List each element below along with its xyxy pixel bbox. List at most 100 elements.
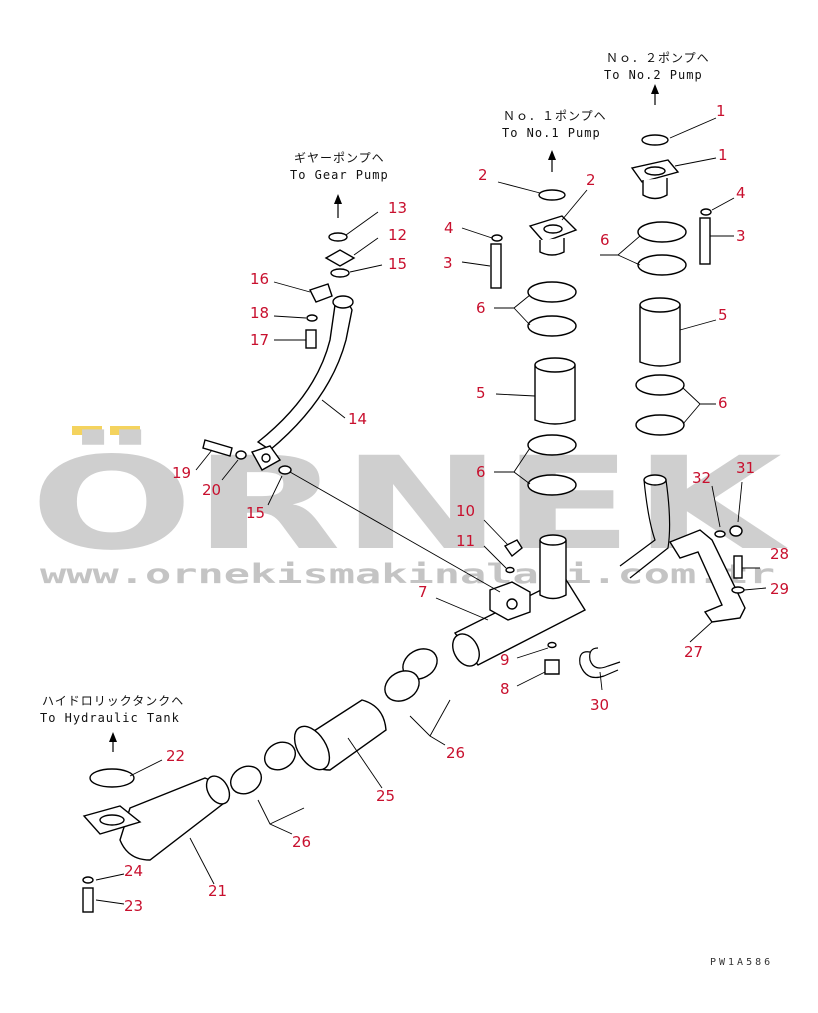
leader-11 [483, 545, 507, 569]
leader-31 [737, 481, 743, 523]
dest-no1-jp: Ｎｏ．１ポンプヘ [503, 109, 607, 123]
arrow-no1-head [548, 150, 556, 160]
o-ring-13 [328, 232, 348, 242]
leader-1-mid [561, 189, 588, 221]
leader-1-right [674, 157, 717, 167]
hose-5-mid-top [534, 357, 576, 373]
leader-23 [95, 899, 125, 905]
part-label: 23 [124, 897, 143, 915]
pipe-7-right-riser-2 [629, 479, 671, 579]
washer-4-mid [491, 234, 503, 242]
o-ring-2-right [641, 134, 669, 146]
leader-15-bottom [267, 475, 283, 506]
destination-labels: Ｎｏ．２ポンプヘ To No.2 Pump Ｎｏ．１ポンプヘ To No.1 P… [40, 51, 709, 725]
clip-16 [309, 283, 333, 303]
clamp-26b-bottom [229, 765, 263, 795]
watermark-brand: ÖRNEK [30, 429, 789, 579]
part-label: 12 [388, 226, 407, 244]
leader-19 [195, 449, 213, 471]
o-ring-9 [547, 641, 557, 649]
gasket-22 [89, 768, 135, 788]
flange-1-mid-bore [543, 224, 563, 234]
leader-14 [321, 399, 346, 419]
elbow-fitting-10 [503, 539, 523, 558]
washer-4-right [700, 208, 712, 216]
part-label: 14 [348, 410, 367, 428]
port-block-hole [506, 598, 518, 610]
part-label: 27 [684, 643, 703, 661]
leader-5-right [679, 319, 717, 331]
washer-32 [714, 530, 726, 538]
tank-line [82, 648, 438, 913]
dest-gear-en: To Gear Pump [290, 168, 389, 182]
part-label: 6 [476, 299, 486, 317]
part-label: 8 [500, 680, 510, 698]
part-label: 30 [590, 696, 609, 714]
arrow-tank-head [109, 732, 117, 742]
leader-4-mid [461, 227, 493, 239]
leader-9 [516, 647, 549, 659]
leader-15-top [349, 264, 383, 273]
part-label: 4 [736, 184, 746, 202]
main-pipe-end [452, 633, 480, 667]
nut-31 [729, 525, 743, 537]
leader-6-lower-right-a [682, 387, 716, 405]
part-label: 26 [446, 744, 465, 762]
leader-26-bottom-b [269, 807, 305, 825]
leader-32 [711, 485, 721, 528]
leader-6-upper-mid-b [513, 307, 531, 326]
leader-25 [347, 737, 383, 789]
part-label: 20 [202, 481, 221, 499]
no2-pump-line [619, 134, 712, 579]
clamp-6b-mid [527, 315, 577, 337]
hose-14-bottom-bore [261, 453, 271, 463]
gear-pump-line [202, 232, 501, 593]
part-label: 17 [250, 331, 269, 349]
part-label: 6 [718, 394, 728, 412]
o-ring-15-top [330, 268, 350, 278]
arrow-gear-head [334, 194, 342, 204]
part-label: 15 [246, 504, 265, 522]
part-label: 29 [770, 580, 789, 598]
flange-1-mid-neck [539, 238, 565, 256]
leader-27 [689, 621, 713, 643]
riser-stub [539, 540, 567, 600]
watermark-accent-left [72, 426, 102, 435]
part-label: 13 [388, 199, 407, 217]
washer-24 [82, 876, 94, 884]
dest-tank-en: To Hydraulic Tank [40, 711, 180, 725]
leader-6-upper-right-b [617, 254, 641, 266]
leader-7 [435, 597, 489, 621]
leader-8 [516, 671, 546, 687]
clamp-6a-mid [527, 281, 577, 303]
leader-6-lower-right-b [682, 403, 701, 425]
clamp-6d-mid [527, 474, 577, 496]
washer-18 [306, 314, 318, 322]
bolt-19 [202, 439, 233, 457]
direction-arrows [109, 84, 659, 752]
hose-25-end [293, 725, 331, 771]
part-label: 18 [250, 304, 269, 322]
flange-1-right-neck [642, 178, 668, 200]
part-label: 31 [736, 459, 755, 477]
riser-stub-opening [539, 534, 567, 546]
part-label: 2 [586, 171, 596, 189]
assembly-line-15 [289, 471, 501, 593]
part-label: 22 [166, 747, 185, 765]
leader-12 [353, 237, 379, 256]
arrow-no2-head [651, 84, 659, 94]
hose-14-top-fitting [332, 295, 354, 309]
part-label: 16 [250, 270, 269, 288]
dest-no2-en: To No.2 Pump [604, 68, 703, 82]
leader-20 [221, 459, 239, 481]
part-label: 24 [124, 862, 143, 880]
part-label: 3 [736, 227, 746, 245]
part-label: 15 [388, 255, 407, 273]
clamp-6c-right [635, 374, 685, 396]
leader-10 [483, 519, 509, 546]
part-label: 4 [444, 219, 454, 237]
part-label: 2 [478, 166, 488, 184]
clamp-6d-right [635, 414, 685, 436]
part-label: 1 [716, 102, 726, 120]
